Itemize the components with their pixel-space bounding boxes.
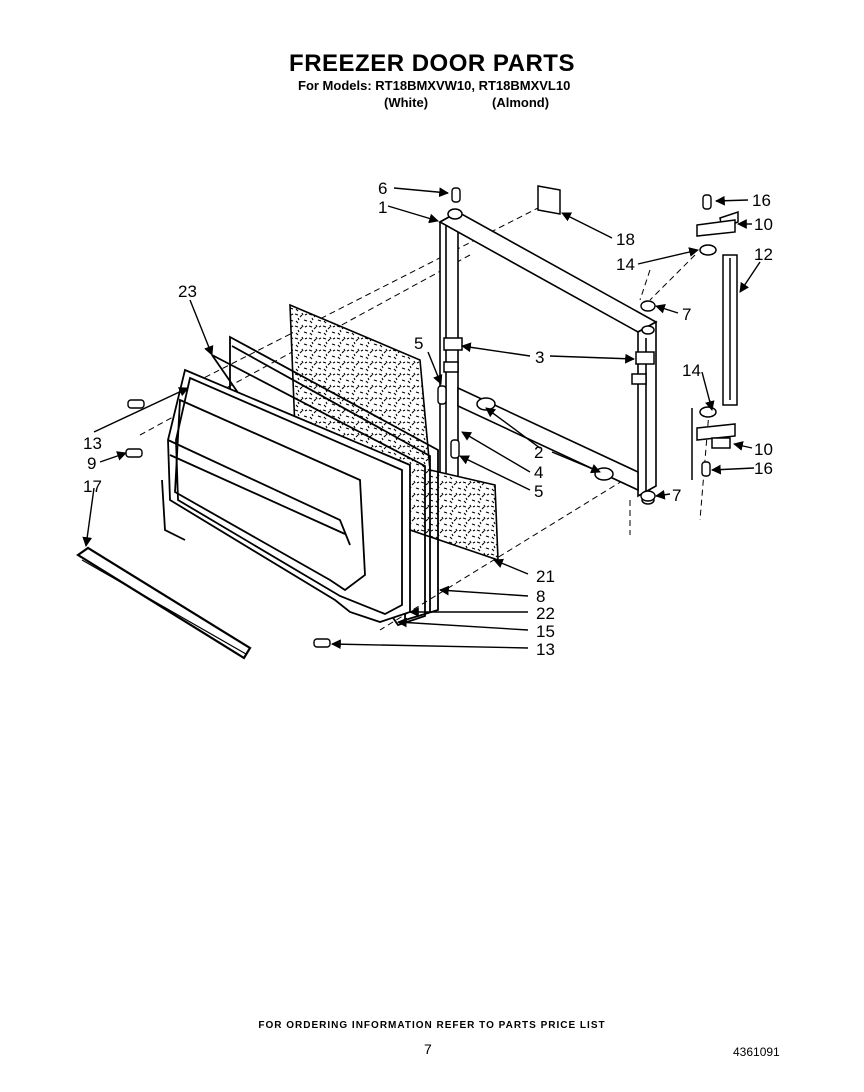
- color-almond-label: (Almond): [492, 95, 550, 110]
- leader-lines: [82, 187, 761, 650]
- callout-3: 3: [535, 348, 544, 367]
- document-number: 4361091: [733, 1045, 780, 1059]
- callout-23: 23: [178, 282, 197, 301]
- callout-16-bottom: 16: [754, 459, 773, 478]
- callout-1: 1: [378, 198, 387, 217]
- callout-6: 6: [378, 179, 387, 198]
- callout-4: 4: [534, 463, 543, 482]
- page-number: 7: [424, 1041, 432, 1057]
- callout-10-top: 10: [754, 215, 773, 234]
- callout-13-left: 13: [83, 434, 102, 453]
- ordering-note: FOR ORDERING INFORMATION REFER TO PARTS …: [258, 1020, 606, 1031]
- callout-13-bottom: 13: [536, 640, 555, 659]
- callout-5-bottom: 5: [534, 482, 543, 501]
- color-white-label: (White): [384, 95, 429, 110]
- shelf-front-rail: [76, 546, 252, 660]
- callout-2: 2: [534, 443, 543, 462]
- callout-10-bottom: 10: [754, 440, 773, 459]
- callout-16-top: 16: [752, 191, 771, 210]
- callout-numbers: 6 1 18 16 10 14 12 7 23 5 3 14 13 2 10 1…: [83, 179, 773, 659]
- callout-21: 21: [536, 567, 555, 586]
- callout-12: 12: [754, 245, 773, 264]
- callout-7-top: 7: [682, 305, 691, 324]
- hinge-brackets: [443, 208, 655, 505]
- models-line: For Models: RT18BMXVW10, RT18BMXVL10: [298, 78, 571, 93]
- screws: [125, 187, 712, 648]
- right-hinge-parts: [691, 210, 739, 480]
- callout-14-top: 14: [616, 255, 635, 274]
- callout-7-bottom: 7: [672, 486, 681, 505]
- callout-8: 8: [536, 587, 545, 606]
- callout-22: 22: [536, 604, 555, 623]
- page-title: FREEZER DOOR PARTS: [289, 50, 575, 77]
- callout-9: 9: [87, 454, 96, 473]
- callout-15: 15: [536, 622, 555, 641]
- callout-14-bottom: 14: [682, 361, 701, 380]
- outer-door-panel: [161, 368, 411, 623]
- callout-5-top: 5: [414, 334, 423, 353]
- callout-18: 18: [616, 230, 635, 249]
- part-18-label: [537, 185, 561, 215]
- callout-17: 17: [83, 477, 102, 496]
